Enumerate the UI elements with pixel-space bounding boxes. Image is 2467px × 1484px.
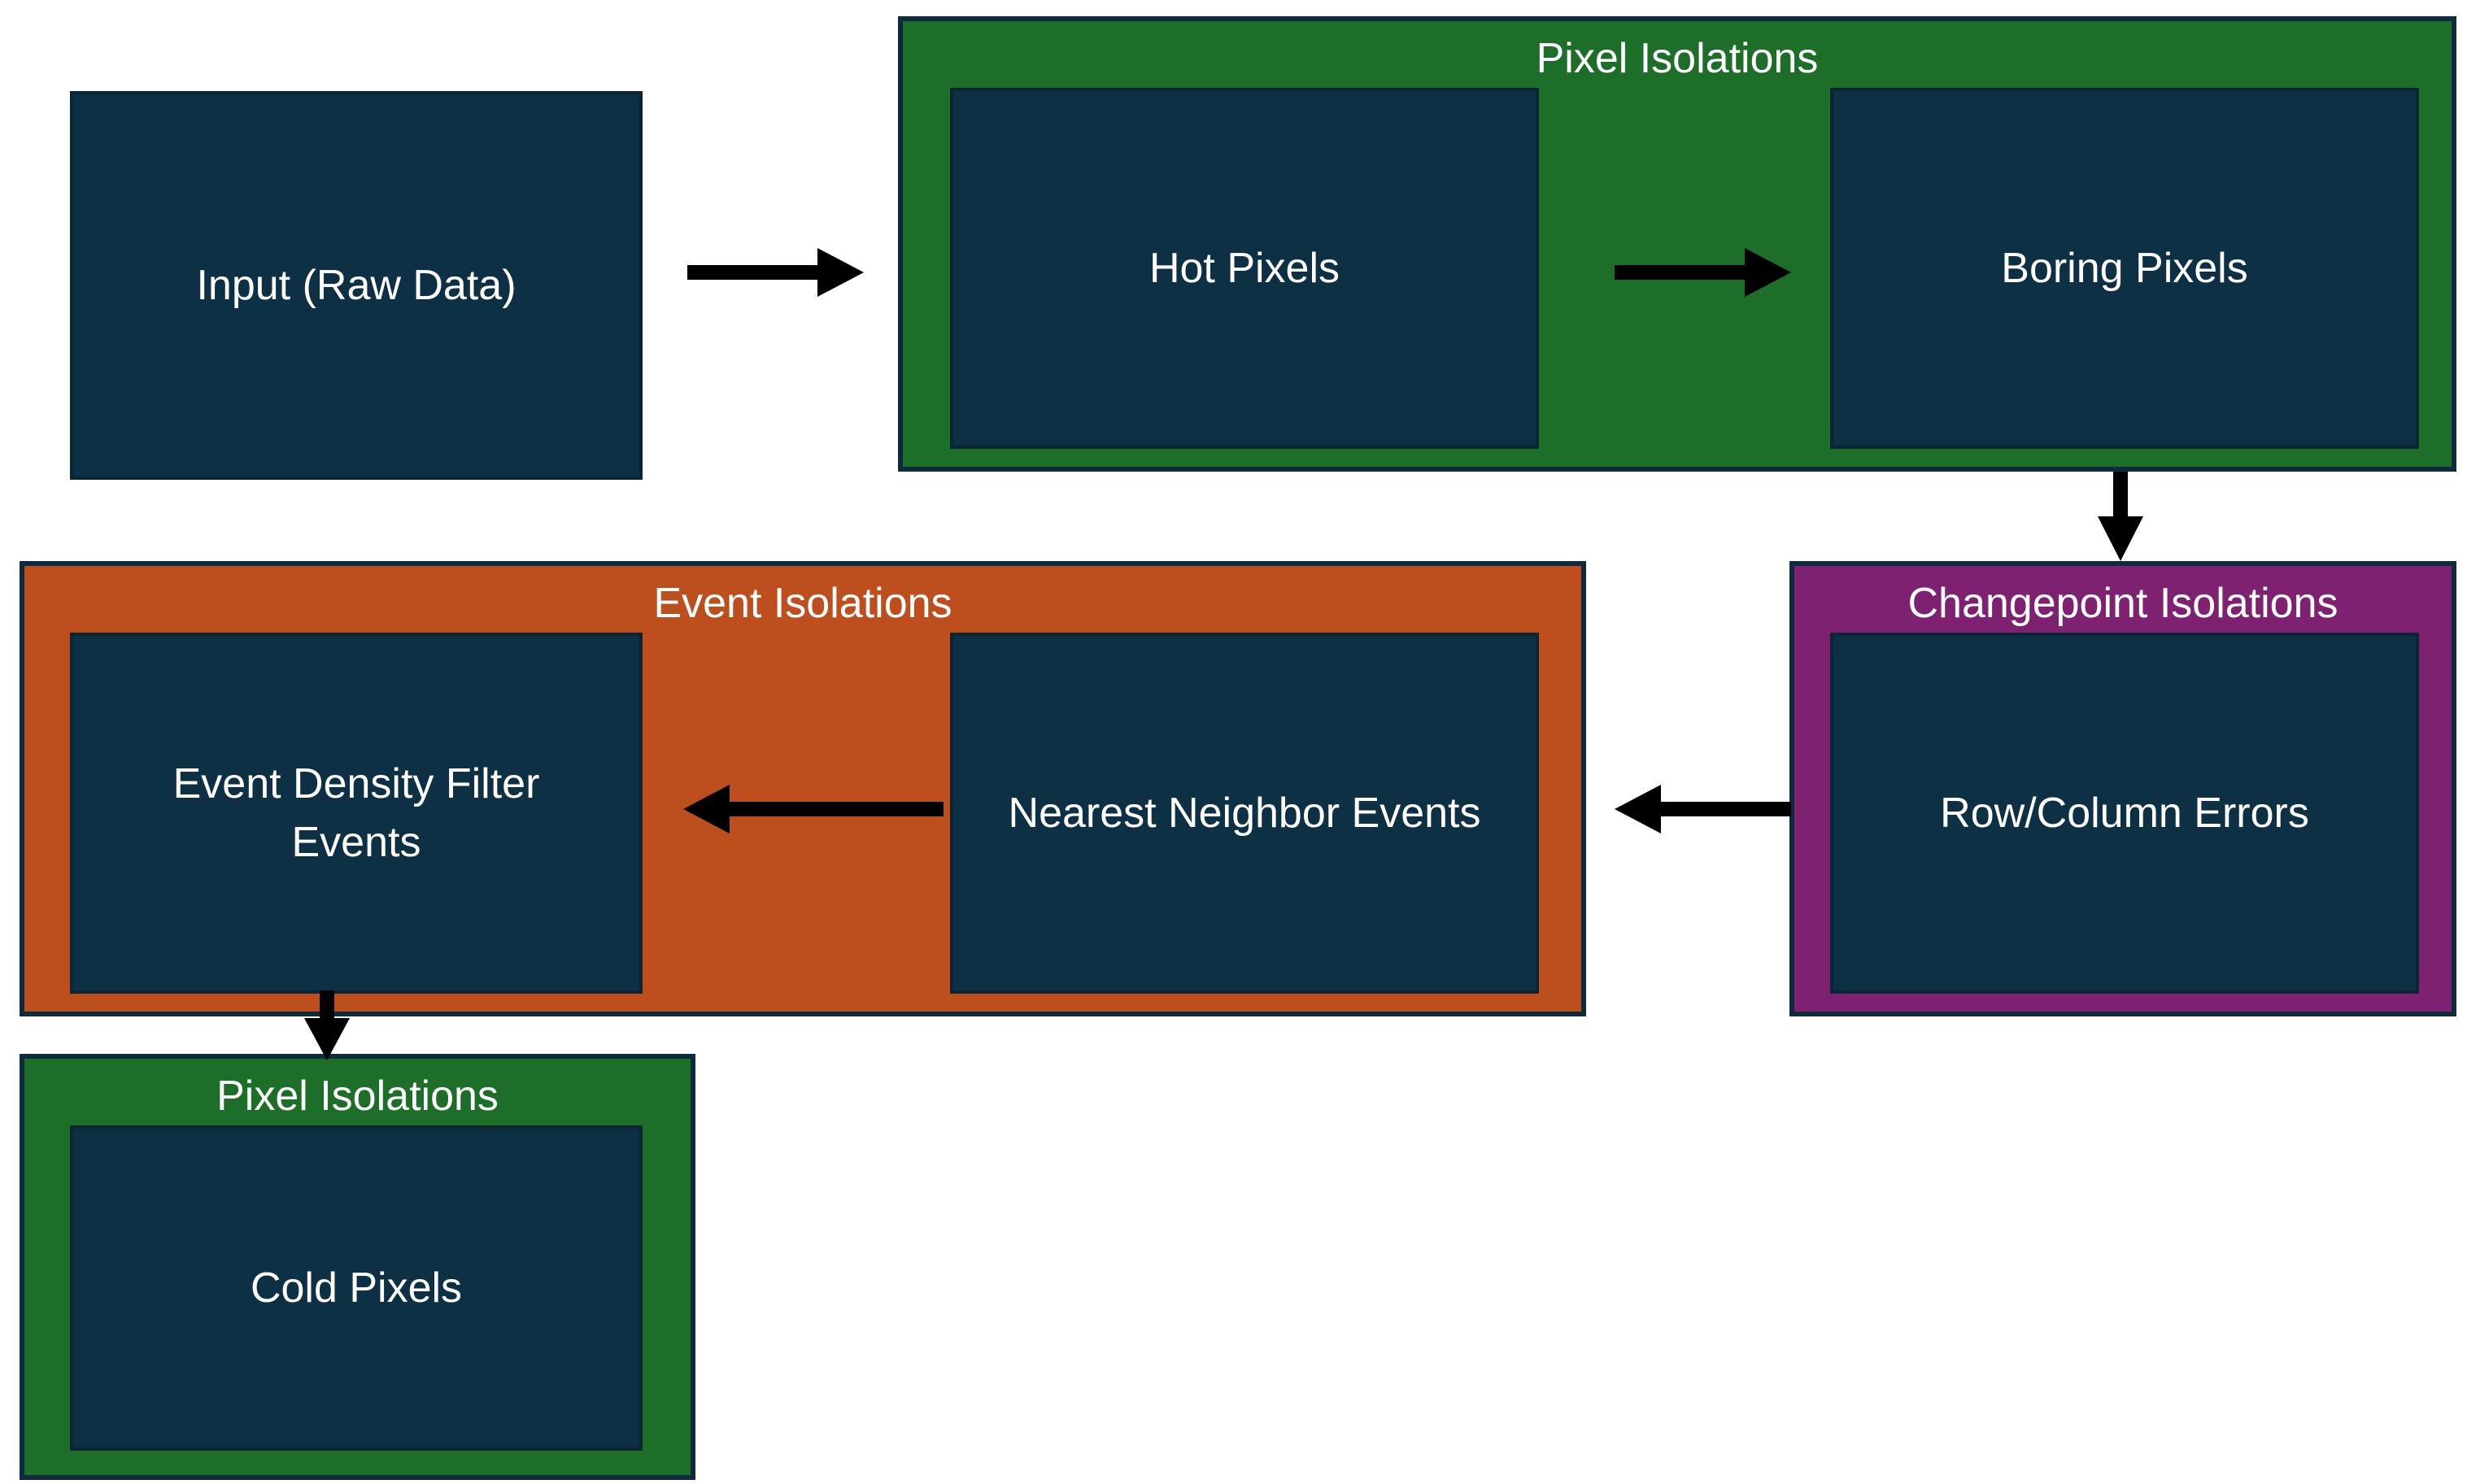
node-event-density-filter-events: Event Density Filter Events xyxy=(70,633,643,994)
arrow-boring-pixels-to-changepoint xyxy=(2096,472,2145,561)
arrow-nearest-neighbor-to-event-density xyxy=(683,785,944,833)
node-input-raw-data: Input (Raw Data) xyxy=(70,91,643,480)
node-label: Nearest Neighbor Events xyxy=(1008,790,1481,837)
node-row-column-errors: Row/Column Errors xyxy=(1830,633,2419,994)
node-cold-pixels: Cold Pixels xyxy=(70,1125,643,1451)
node-hot-pixels: Hot Pixels xyxy=(950,88,1539,449)
group-title: Pixel Isolations xyxy=(216,1073,499,1120)
group-title: Pixel Isolations xyxy=(1536,35,1819,82)
node-label: Row/Column Errors xyxy=(1940,790,2309,837)
node-boring-pixels: Boring Pixels xyxy=(1830,88,2419,449)
node-label: Event Density Filter Events xyxy=(172,760,540,866)
arrow-rowcolumn-to-nearest-neighbor xyxy=(1615,785,1791,833)
node-label: Input (Raw Data) xyxy=(196,262,517,309)
arrow-hot-to-boring-pixels xyxy=(1615,248,1791,297)
group-title: Changepoint Isolations xyxy=(1907,580,2338,627)
node-nearest-neighbor-events: Nearest Neighbor Events xyxy=(950,633,1539,994)
group-title: Event Isolations xyxy=(653,580,952,627)
node-label: Hot Pixels xyxy=(1149,245,1340,292)
arrow-input-to-hot-pixels xyxy=(687,248,864,297)
arrow-event-density-to-cold-pixels xyxy=(303,990,351,1060)
node-label: Boring Pixels xyxy=(2001,245,2248,292)
node-label: Cold Pixels xyxy=(250,1264,463,1312)
